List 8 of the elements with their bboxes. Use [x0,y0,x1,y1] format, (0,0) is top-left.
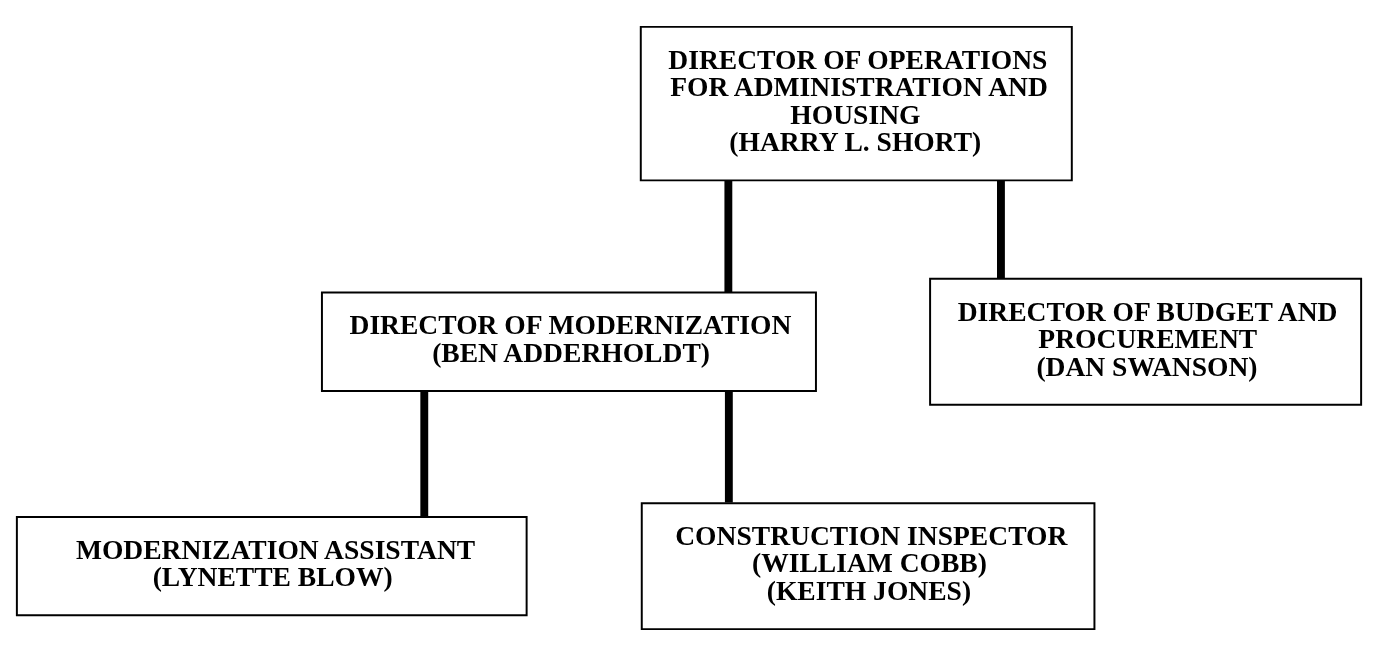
node-box: DIRECTOR OF OPERATIONS FOR ADMINISTRATION AND HOUSING (HARRY L. SHORT) [639,25,1073,182]
connector [724,180,733,293]
node-box: DIRECTOR OF BUDGET AND PROCUREMENT (DAN SWANSON) [929,277,1363,406]
connector [420,391,429,517]
node-box: CONSTRUCTION INSPECTOR (WILLIAM COBB) (KEITH JONES) [640,502,1096,631]
connector [997,180,1005,279]
node-box: MODERNIZATION ASSISTANT (LYNETTE BLOW) [15,515,528,617]
node-box: DIRECTOR OF MODERNIZATION (BEN ADDERHOLDT) [320,291,817,392]
